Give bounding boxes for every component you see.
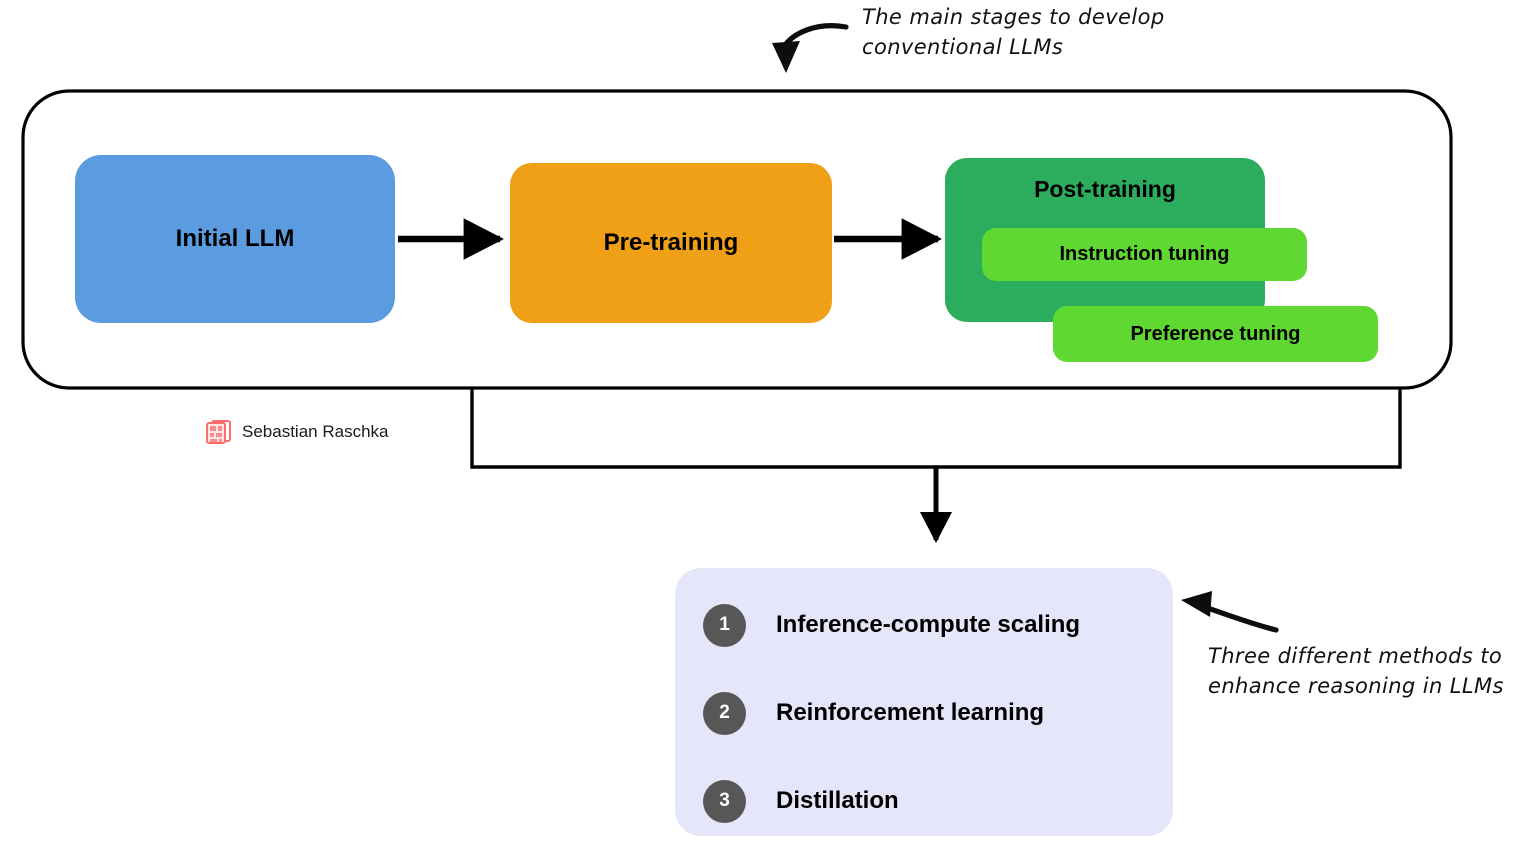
- attribution-name: Sebastian Raschka: [242, 422, 389, 441]
- substage-box-preference-tuning: Preference tuning: [1053, 306, 1378, 362]
- stage-box-initial-llm: Initial LLM: [75, 155, 395, 323]
- stacked-cards-logo-icon: [205, 418, 233, 446]
- annotation-arrow-top-head: [772, 41, 800, 73]
- substage-box-instruction-tuning: Instruction tuning: [982, 228, 1307, 281]
- substage-label-instruction-tuning: Instruction tuning: [1059, 243, 1230, 265]
- bracket-connector: [470, 388, 1402, 469]
- method-badge-2: 2: [703, 691, 746, 735]
- stage-label-pre-training: Pre-training: [603, 229, 739, 256]
- annotation-arrow-top: [780, 23, 849, 51]
- method-item-1: 1 Inference-compute scaling: [703, 594, 1173, 656]
- method-item-2: 2 Reinforcement learning: [703, 682, 1173, 744]
- annotation-note-top: The main stages to develop conventional …: [862, 5, 1165, 59]
- methods-panel: 1 Inference-compute scaling 2 Reinforcem…: [675, 568, 1173, 836]
- method-item-3: 3 Distillation: [703, 770, 1173, 832]
- stage-label-initial-llm: Initial LLM: [175, 225, 295, 252]
- method-label-3: Distillation: [776, 787, 899, 814]
- method-label-2: Reinforcement learning: [776, 699, 1045, 726]
- method-label-1: Inference-compute scaling: [776, 611, 1081, 638]
- method-badge-3: 3: [703, 779, 746, 823]
- method-badge-1: 1: [703, 603, 746, 647]
- substage-label-preference-tuning: Preference tuning: [1130, 322, 1301, 345]
- annotation-arrow-bottom: [1202, 604, 1279, 633]
- annotation-arrow-bottom-head: [1181, 591, 1212, 617]
- annotation-note-bottom: Three different methods to enhance reaso…: [1208, 644, 1504, 698]
- stage-label-post-training: Post-training: [1034, 176, 1176, 202]
- stage-box-pre-training: Pre-training: [510, 163, 832, 323]
- attribution: Sebastian Raschka: [205, 418, 388, 446]
